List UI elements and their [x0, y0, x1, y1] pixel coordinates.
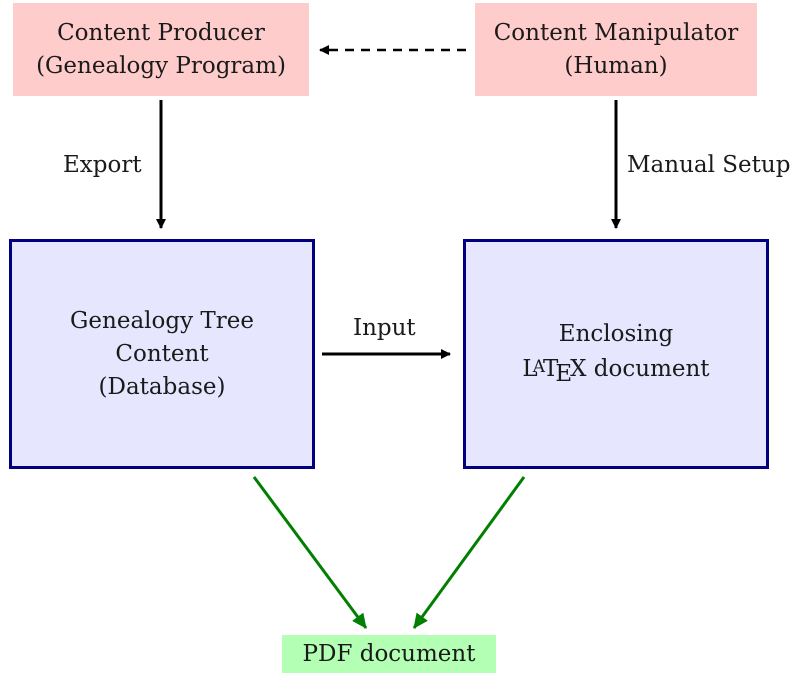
database-line-1: Genealogy Tree: [70, 307, 254, 334]
latex-logo-a: A: [532, 356, 545, 377]
pdf-document-node: PDF document: [282, 635, 496, 673]
content-manipulator-title: Content Manipulator: [493, 19, 739, 46]
database-line-3: (Database): [98, 373, 226, 400]
latex-logo-x: X: [570, 355, 587, 382]
export-label: Export: [63, 152, 142, 178]
content-producer-subtitle: (Genealogy Program): [36, 52, 286, 79]
latex-document-line-2: LATEX document: [522, 351, 709, 391]
latex-document-suffix: document: [586, 355, 710, 382]
latex-logo-t: T: [542, 355, 559, 382]
content-manipulator-node: Content Manipulator (Human): [475, 3, 757, 96]
content-producer-node: Content Producer (Genealogy Program): [13, 3, 309, 96]
database-line-2: Content: [115, 340, 209, 367]
content-manipulator-subtitle: (Human): [564, 52, 668, 79]
database-node: Genealogy Tree Content (Database): [9, 239, 315, 469]
manual-setup-label: Manual Setup: [627, 152, 791, 178]
database-to-pdf-arrow: [252, 476, 368, 629]
latex-document-line-1: Enclosing: [558, 320, 674, 347]
pdf-document-label: PDF document: [302, 640, 476, 667]
latex-document-node: Enclosing LATEX document: [463, 239, 769, 469]
latex-logo-e: E: [555, 360, 573, 387]
input-label: Input: [353, 315, 416, 341]
content-producer-title: Content Producer: [57, 19, 265, 46]
latex-to-pdf-arrow: [412, 476, 526, 629]
latex-logo-l: L: [522, 355, 538, 382]
